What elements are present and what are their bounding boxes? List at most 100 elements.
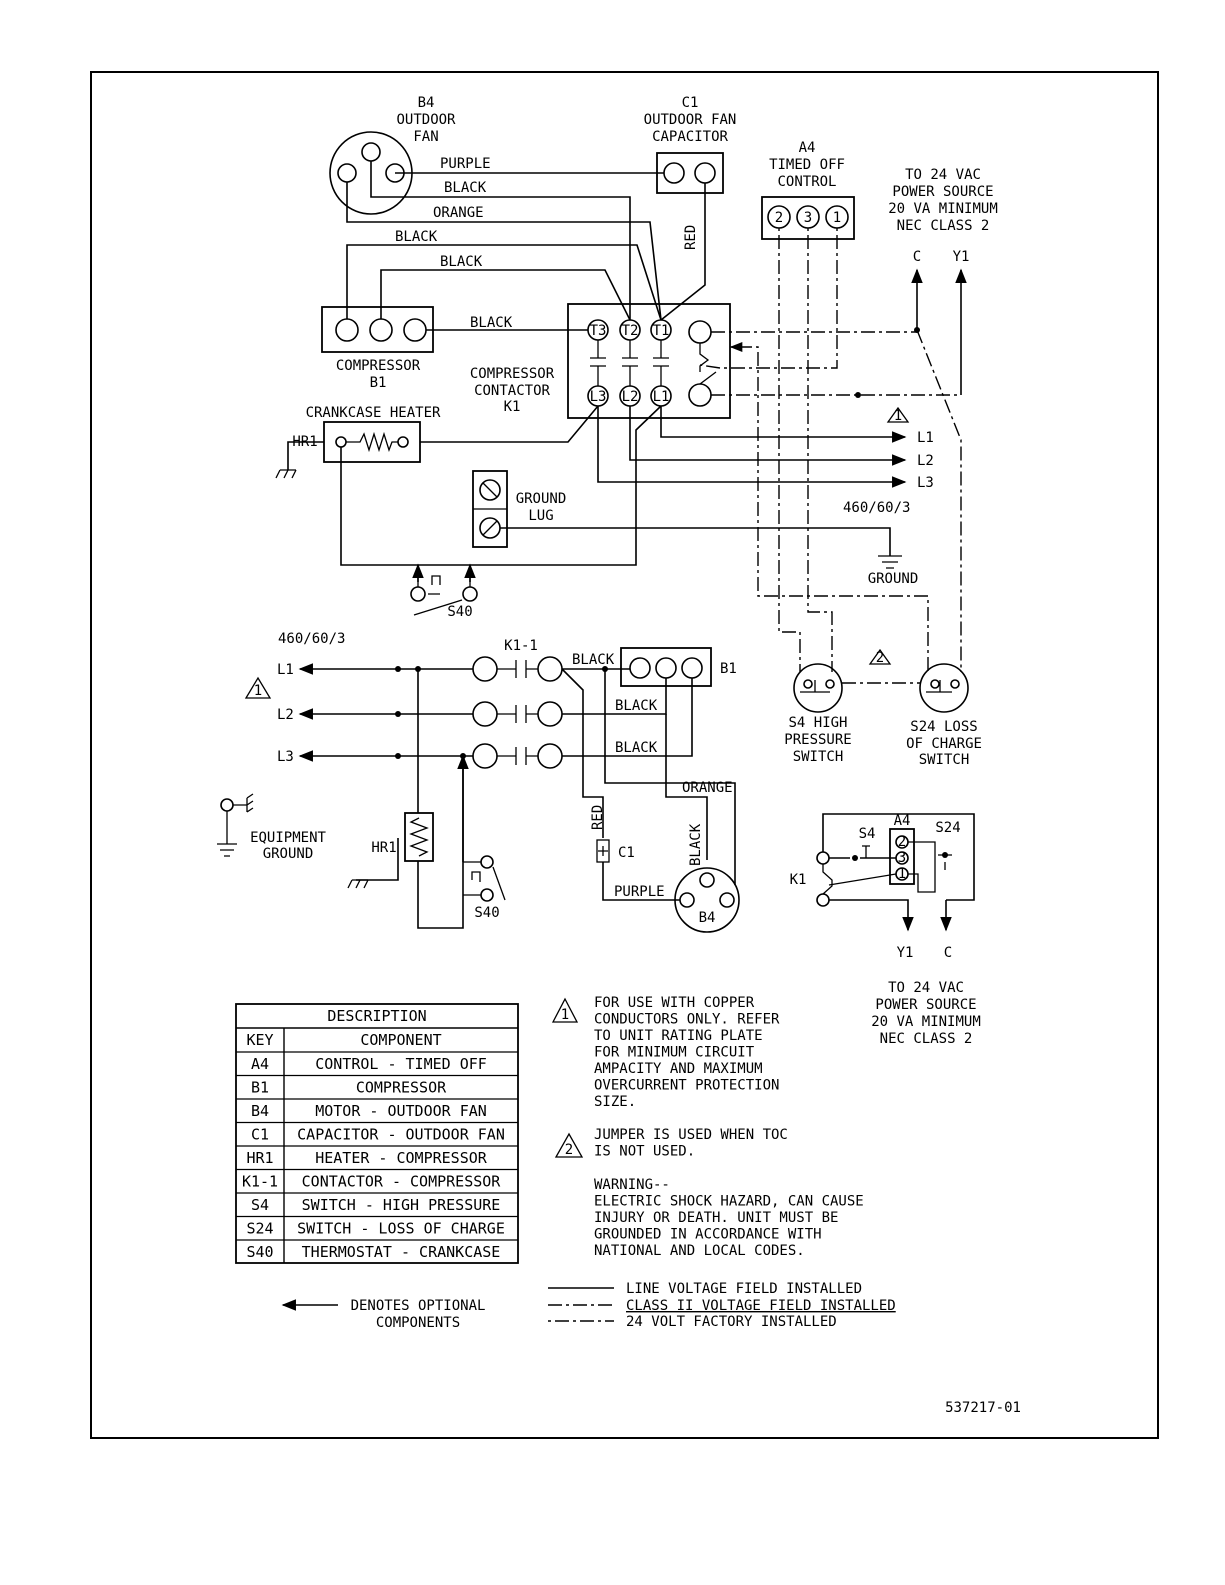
svg-text:L2: L2: [917, 453, 934, 469]
svg-text:L1: L1: [277, 662, 294, 678]
svg-text:CLASS II VOLTAGE FIELD INSTALL: CLASS II VOLTAGE FIELD INSTALLED: [626, 1298, 896, 1314]
power-wiring-top: PURPLE BLACK ORANGE RED BLACK BLACK BLAC…: [346, 156, 706, 331]
svg-text:20 VA MINIMUM: 20 VA MINIMUM: [888, 201, 998, 217]
svg-text:S40: S40: [474, 905, 499, 921]
compressor-b1: COMPRESSOR B1: [321, 306, 434, 391]
svg-text:T2: T2: [622, 323, 639, 339]
svg-text:DENOTES OPTIONAL: DENOTES OPTIONAL: [351, 1298, 486, 1314]
svg-text:COMPRESSOR: COMPRESSOR: [470, 366, 555, 382]
svg-text:CONTACTOR: CONTACTOR: [474, 383, 550, 399]
svg-text:S4 HIGH: S4 HIGH: [788, 715, 847, 731]
svg-text:RED: RED: [683, 225, 699, 250]
svg-text:LUG: LUG: [528, 508, 553, 524]
svg-text:1: 1: [561, 1007, 569, 1023]
svg-text:460/60/3: 460/60/3: [843, 500, 910, 516]
warning-line: INJURY OR DEATH. UNIT MUST BE: [594, 1210, 838, 1226]
svg-text:NEC CLASS 2: NEC CLASS 2: [880, 1031, 973, 1047]
svg-text:L1: L1: [917, 430, 934, 446]
svg-text:460/60/3: 460/60/3: [278, 631, 345, 647]
svg-text:POWER SOURCE: POWER SOURCE: [875, 997, 976, 1013]
svg-text:A4: A4: [894, 813, 911, 829]
legend-row-component: THERMOSTAT - CRANKCASE: [302, 1243, 501, 1261]
svg-text:B1: B1: [370, 375, 387, 391]
svg-text:3: 3: [898, 850, 906, 866]
capacitor-c1: C1 OUTDOOR FAN CAPACITOR: [644, 95, 736, 194]
svg-text:Y1: Y1: [897, 945, 914, 961]
legend-row-key: S40: [246, 1243, 273, 1261]
legend-title: DESCRIPTION: [327, 1007, 426, 1025]
note-1-line: FOR MINIMUM CIRCUIT: [594, 1045, 755, 1061]
svg-text:L3: L3: [590, 389, 607, 405]
timed-off-control-a4: A4 TIMED OFF CONTROL 2 3 1: [761, 140, 855, 240]
note-1-line: FOR USE WITH COPPER: [594, 995, 755, 1011]
legend-row-key: B1: [251, 1079, 269, 1097]
svg-text:T1: T1: [653, 323, 670, 339]
svg-text:LINE VOLTAGE FIELD INSTALLED: LINE VOLTAGE FIELD INSTALLED: [626, 1281, 862, 1297]
b4-line2: FAN: [413, 129, 438, 145]
svg-text:T3: T3: [590, 323, 607, 339]
svg-text:K1: K1: [790, 872, 807, 888]
svg-text:PRESSURE: PRESSURE: [784, 732, 851, 748]
svg-text:S40: S40: [447, 604, 472, 620]
svg-text:OF CHARGE: OF CHARGE: [906, 736, 982, 752]
svg-text:CRANKCASE HEATER: CRANKCASE HEATER: [306, 405, 441, 421]
legend-row-key: C1: [251, 1126, 269, 1144]
control-diagram: A4 2 3 1 S4 S24 K1 Y1 C TO 24 VAC POWER …: [790, 813, 981, 1047]
terminal-c-top: C: [913, 249, 921, 265]
legend-row-component: SWITCH - HIGH PRESSURE: [302, 1196, 501, 1214]
svg-text:1: 1: [898, 866, 906, 882]
svg-text:1: 1: [894, 408, 902, 424]
svg-text:SWITCH: SWITCH: [793, 749, 844, 765]
warning-line: NATIONAL AND LOCAL CODES.: [594, 1243, 805, 1259]
svg-text:K1-1: K1-1: [504, 638, 538, 654]
svg-text:BLACK: BLACK: [395, 229, 438, 245]
control-wiring-top: [699, 228, 962, 672]
note-1-line: OVERCURRENT PROTECTION: [594, 1078, 779, 1094]
c1-line2: CAPACITOR: [652, 129, 728, 145]
svg-text:S24 LOSS: S24 LOSS: [910, 719, 977, 735]
outdoor-fan-b4: B4 OUTDOOR FAN: [329, 95, 456, 215]
svg-text:COMPONENTS: COMPONENTS: [376, 1315, 460, 1331]
svg-text:RED: RED: [590, 805, 606, 830]
loss-of-charge-switch-s24: S24 LOSS OF CHARGE SWITCH: [906, 663, 982, 768]
legend-row-key: B4: [251, 1102, 269, 1120]
legend-row-component: MOTOR - OUTDOOR FAN: [315, 1102, 487, 1120]
drawing-number: 537217-01: [945, 1400, 1021, 1416]
equipment-ground-symbol: EQUIPMENT GROUND: [217, 793, 327, 862]
svg-text:TO 24 VAC: TO 24 VAC: [888, 980, 964, 996]
b4-line1: OUTDOOR: [396, 112, 456, 128]
note-2-line: IS NOT USED.: [594, 1144, 695, 1160]
svg-text:S4: S4: [859, 826, 876, 842]
legend-row-key: S24: [246, 1220, 273, 1238]
note-1-line: SIZE.: [594, 1094, 636, 1110]
svg-text:NEC CLASS 2: NEC CLASS 2: [897, 218, 990, 234]
legend-row-key: K1-1: [242, 1173, 278, 1191]
svg-text:BLACK: BLACK: [615, 698, 658, 714]
drawing-border: [90, 71, 1159, 1439]
legend-row-component: CAPACITOR - OUTDOOR FAN: [297, 1126, 505, 1144]
ladder-diagram: 460/60/3 L1 L2 L3 1 K1-1 B1 BLACK BLACK …: [217, 631, 740, 933]
a4-id: A4: [799, 140, 816, 156]
svg-text:GROUND: GROUND: [263, 846, 314, 862]
svg-text:EQUIPMENT: EQUIPMENT: [250, 830, 326, 846]
svg-text:GROUND: GROUND: [868, 571, 919, 587]
svg-text:BLACK: BLACK: [440, 254, 483, 270]
legend-header-key: KEY: [246, 1031, 273, 1049]
svg-text:POWER SOURCE: POWER SOURCE: [892, 184, 993, 200]
svg-text:SWITCH: SWITCH: [919, 752, 970, 768]
svg-text:20 VA MINIMUM: 20 VA MINIMUM: [871, 1014, 981, 1030]
svg-text:S24: S24: [935, 820, 960, 836]
note-1-line: AMPACITY AND MAXIMUM: [594, 1061, 763, 1077]
svg-text:ORANGE: ORANGE: [433, 205, 484, 221]
svg-text:L2: L2: [622, 389, 639, 405]
svg-text:L3: L3: [917, 475, 934, 491]
svg-text:BLACK: BLACK: [444, 180, 487, 196]
svg-text:PURPLE: PURPLE: [440, 156, 491, 172]
terminal-y1-top: Y1: [953, 249, 970, 265]
svg-text:2: 2: [565, 1142, 573, 1158]
svg-text:ORANGE: ORANGE: [682, 780, 733, 796]
svg-text:2: 2: [876, 650, 884, 666]
warning-line: GROUNDED IN ACCORDANCE WITH: [594, 1227, 822, 1243]
high-pressure-switch-s4: S4 HIGH PRESSURE SWITCH 2: [784, 648, 920, 765]
